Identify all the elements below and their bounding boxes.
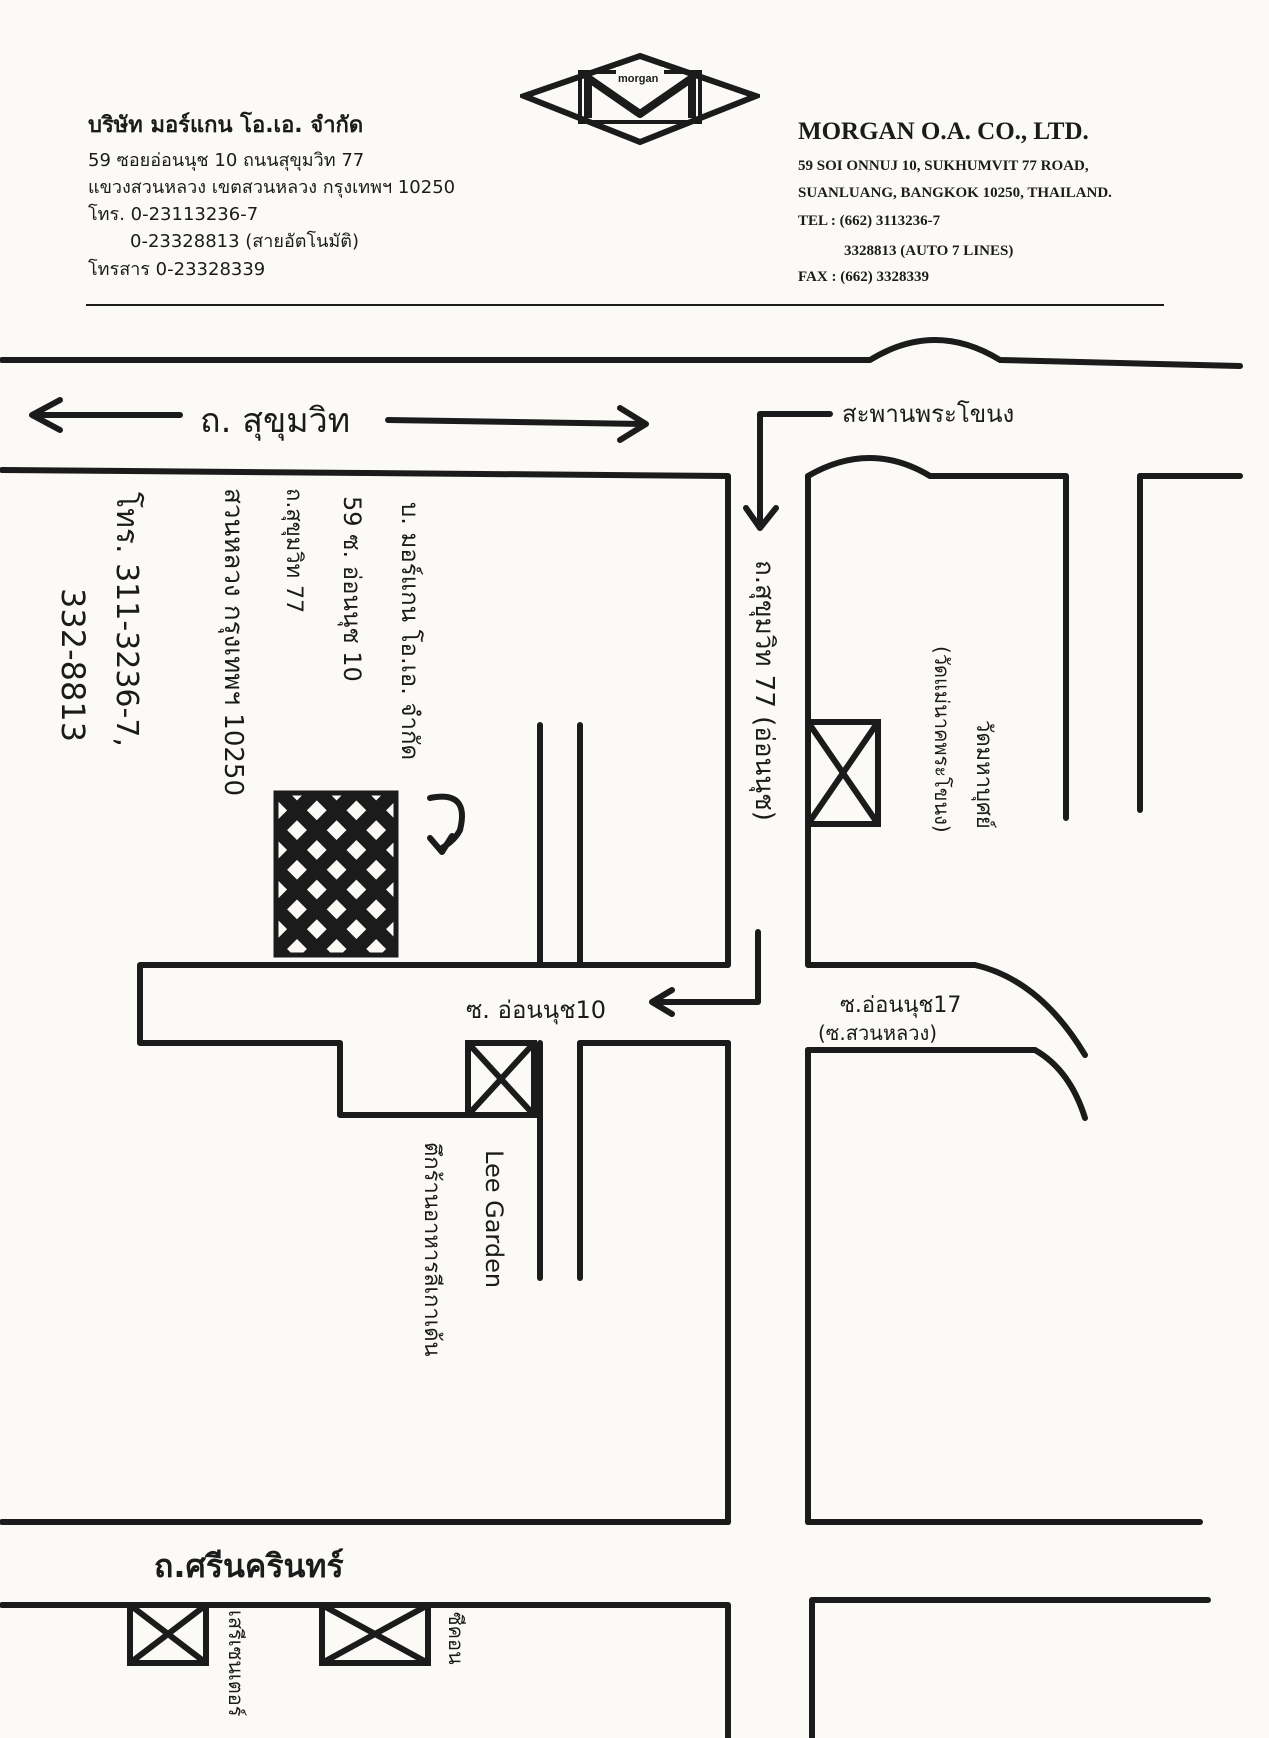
note-phone-line1: โทร. 311-3236-7, (109, 492, 144, 747)
label-bridge: สะพานพระโขนง (842, 400, 1014, 428)
address-english-line1: 59 SOI ONNUJ 10, SUKHUMVIT 77 ROAD, (798, 158, 1089, 174)
route-arrow-2 (653, 929, 761, 1005)
route-arrow-1-head (743, 505, 779, 531)
address-thai-line2: แขวงสวนหลวง เขตสวนหลวง กรุงเทพฯ 10250 (88, 177, 456, 198)
address-english-line2: SUANLUANG, BANGKOK 10250, THAILAND. (798, 185, 1112, 201)
arrow-right-shaft (385, 417, 643, 427)
seacon-marker (319, 1602, 431, 1666)
label-sukhumvit: ถ. สุขุมวิท (200, 401, 350, 441)
tel-english-line2: 3328813 (AUTO 7 LINES) (844, 243, 1014, 259)
temple-block-edge (805, 473, 1088, 1058)
seri-center-marker (127, 1602, 209, 1666)
block-left-outline (0, 467, 731, 1118)
label-seri-center: เสรีเซนเตอร์ (224, 1610, 248, 1717)
header-divider (86, 304, 1164, 306)
label-srinakarin: ถ.ศรีนครินทร์ (154, 1547, 344, 1585)
label-soi-onnut17-sub: (ซ.สวนหลวง) (818, 1021, 937, 1045)
note-address-line2: ถ.สุขุมวิท 77 (281, 488, 306, 614)
route-arrow-2-head (649, 987, 675, 1017)
tel-english: TEL : (662) 3113236-7 (798, 213, 941, 229)
soi17-lower-edge (805, 1047, 1088, 1121)
company-name-english: MORGAN O.A. CO., LTD. (798, 118, 1089, 145)
srinakarin-bottom-right (809, 1597, 1211, 1738)
logo-text: morgan (618, 73, 659, 85)
arrow-right-head (617, 405, 649, 443)
label-lee-garden-thai: ตึกร้านอาหารลีเกาเด้น (419, 1142, 444, 1357)
note-address-line1: 59 ซ. อ่อนนุช 10 (338, 496, 366, 682)
phone-thai-line2: 0-23328813 (สายอัตโนมัติ) (130, 231, 359, 252)
note-phone-line2: 332-8813 (54, 588, 92, 743)
label-soi-onnut10: ซ. อ่อนนุช10 (466, 996, 606, 1025)
label-soi-onnut17: ซ.อ่อนนุช17 (840, 993, 961, 1018)
route-arrow-1 (757, 411, 833, 525)
note-company-name: บ. มอร์แกน โอ.เอ. จำกัด (396, 502, 424, 761)
morgan-logo (520, 52, 760, 146)
label-seacon: ซีคอน (444, 1612, 468, 1665)
label-sukhumvit-77: ถ.สุขุมวิท 77 (อ่อนนุช) (749, 560, 779, 821)
company-name-thai: บริษัท มอร์แกน โอ.เอ. จำกัด (88, 113, 364, 138)
temple-marker (805, 719, 881, 827)
label-temple-sub: (วัดแม่นาคพระโขนง) (930, 646, 954, 833)
address-thai-line1: 59 ซอยอ่อนนุช 10 ถนนสุขุมวิท 77 (88, 150, 365, 171)
fax-english: FAX : (662) 3328339 (798, 269, 929, 285)
srinakarin-bottom-left (0, 1602, 731, 1738)
note-address-line3: สวนหลวง กรุงเทพฯ 10250 (218, 488, 248, 797)
label-temple: วัดมหาบุศย์ (971, 720, 996, 829)
building-pointer-head (427, 833, 455, 855)
sukhumvit-road-top-edge (0, 337, 1243, 369)
temple-block-top (805, 455, 1069, 821)
lee-garden-marker (465, 1040, 537, 1118)
arrow-left-head (29, 397, 63, 433)
phone-thai-line1: โทร. 0-23113236-7 (88, 204, 259, 225)
label-lee-garden: Lee Garden (480, 1150, 508, 1289)
fax-thai: โทรสาร 0-23328339 (88, 259, 266, 280)
morgan-building-marker (273, 790, 399, 958)
